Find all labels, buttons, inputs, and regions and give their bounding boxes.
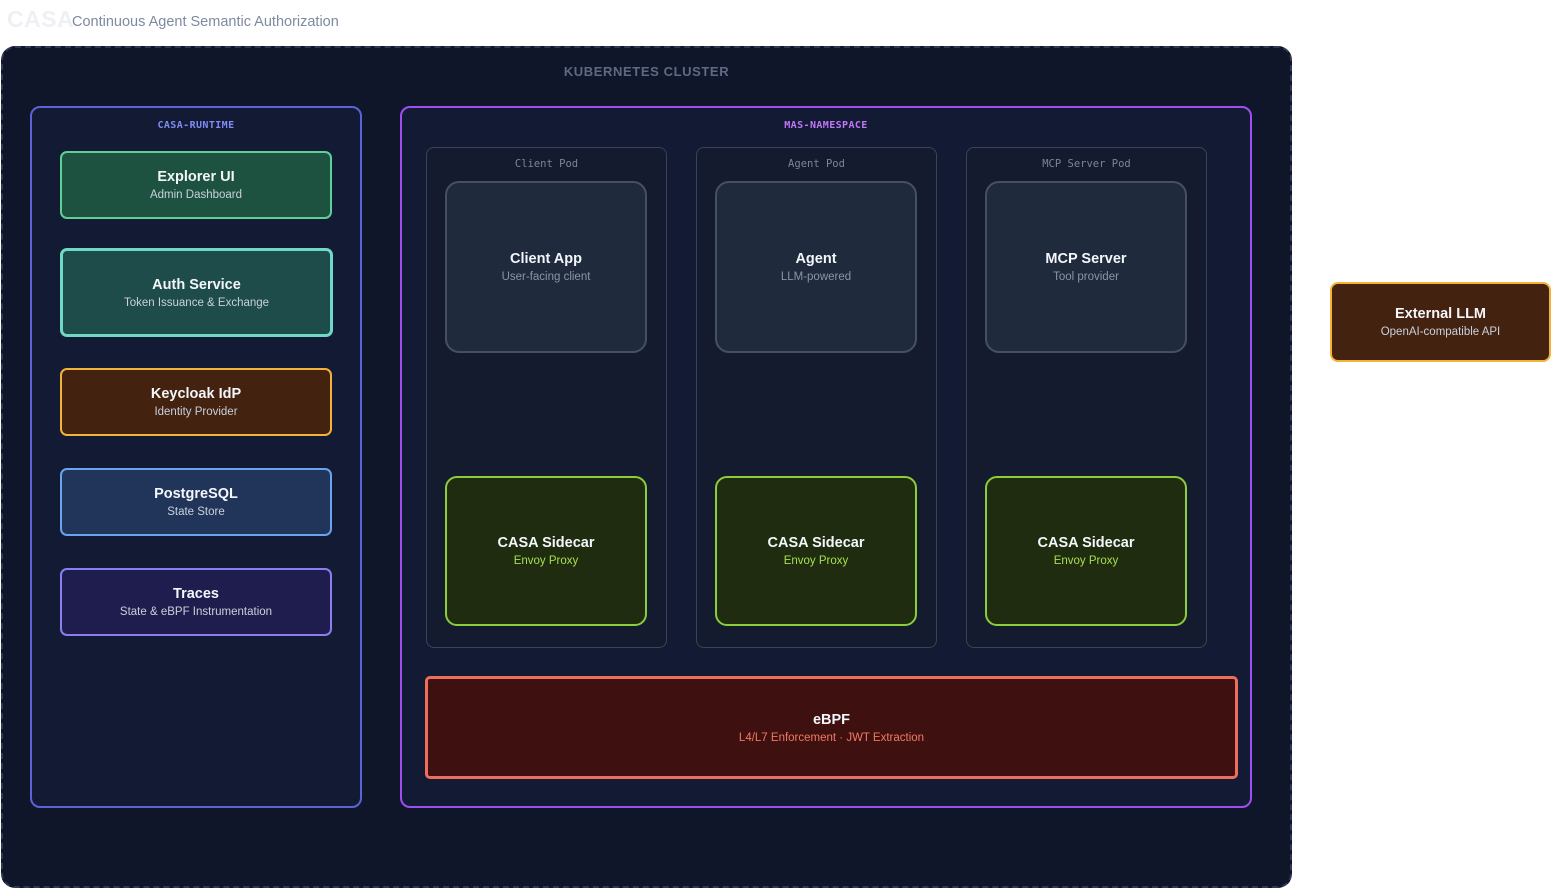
node-subtitle: Envoy Proxy — [513, 555, 579, 567]
mcp-casa-sidecar-node[interactable]: CASA Sidecar Envoy Proxy — [985, 476, 1187, 626]
ebpf-node[interactable]: eBPF L4/L7 Enforcement · JWT Extraction — [425, 676, 1238, 779]
node-title: CASA Sidecar — [767, 535, 865, 551]
node-title: CASA Sidecar — [497, 535, 595, 551]
casa-runtime-label: CASA-RUNTIME — [157, 120, 235, 131]
node-subtitle: State Store — [167, 506, 225, 518]
node-title: MCP Server — [1045, 251, 1127, 267]
app-title: CASA — [7, 6, 75, 32]
node-title: PostgreSQL — [154, 486, 238, 502]
node-title: CASA Sidecar — [1037, 535, 1135, 551]
node-subtitle: Identity Provider — [154, 406, 238, 418]
node-title: Agent — [795, 251, 837, 267]
pod-label: Agent Pod — [788, 158, 845, 170]
keycloak-idp-node[interactable]: Keycloak IdP Identity Provider — [60, 368, 332, 436]
client-app-node[interactable]: Client App User-facing client — [445, 181, 647, 353]
agent-node[interactable]: Agent LLM-powered — [715, 181, 917, 353]
pod-label: MCP Server Pod — [1042, 158, 1131, 170]
client-casa-sidecar-node[interactable]: CASA Sidecar Envoy Proxy — [445, 476, 647, 626]
node-subtitle: Admin Dashboard — [149, 189, 243, 201]
mas-namespace-label: MAS-NAMESPACE — [784, 120, 868, 131]
node-subtitle: OpenAI-compatible API — [1380, 326, 1501, 338]
traces-node[interactable]: Traces State & eBPF Instrumentation — [60, 568, 332, 636]
node-subtitle: Tool provider — [1053, 271, 1119, 283]
postgresql-node[interactable]: PostgreSQL State Store — [60, 468, 332, 536]
node-subtitle: Envoy Proxy — [1053, 555, 1119, 567]
node-title: eBPF — [812, 711, 851, 728]
node-subtitle: LLM-powered — [780, 271, 852, 283]
cluster-label: KUBERNETES CLUSTER — [563, 64, 730, 79]
node-subtitle: User-facing client — [501, 271, 591, 283]
mcp-server-node[interactable]: MCP Server Tool provider — [985, 181, 1187, 353]
agent-casa-sidecar-node[interactable]: CASA Sidecar Envoy Proxy — [715, 476, 917, 626]
node-subtitle: Envoy Proxy — [783, 555, 849, 567]
node-title: Explorer UI — [157, 169, 235, 185]
node-subtitle: L4/L7 Enforcement · JWT Extraction — [738, 731, 925, 744]
casa-runtime-namespace — [30, 106, 362, 808]
node-subtitle: Token Issuance & Exchange — [123, 296, 270, 309]
node-title: Keycloak IdP — [150, 386, 242, 402]
node-title: Client App — [510, 251, 582, 267]
external-llm-node[interactable]: External LLM OpenAI-compatible API — [1330, 282, 1551, 362]
explorer-ui-node[interactable]: Explorer UI Admin Dashboard — [60, 151, 332, 219]
node-title: External LLM — [1394, 306, 1487, 322]
node-title: Auth Service — [152, 276, 241, 293]
auth-service-node[interactable]: Auth Service Token Issuance & Exchange — [60, 248, 333, 337]
pod-label: Client Pod — [514, 158, 579, 170]
app-subtitle: Continuous Agent Semantic Authorization — [72, 14, 339, 30]
node-title: Traces — [173, 586, 219, 602]
node-subtitle: State & eBPF Instrumentation — [119, 606, 273, 618]
